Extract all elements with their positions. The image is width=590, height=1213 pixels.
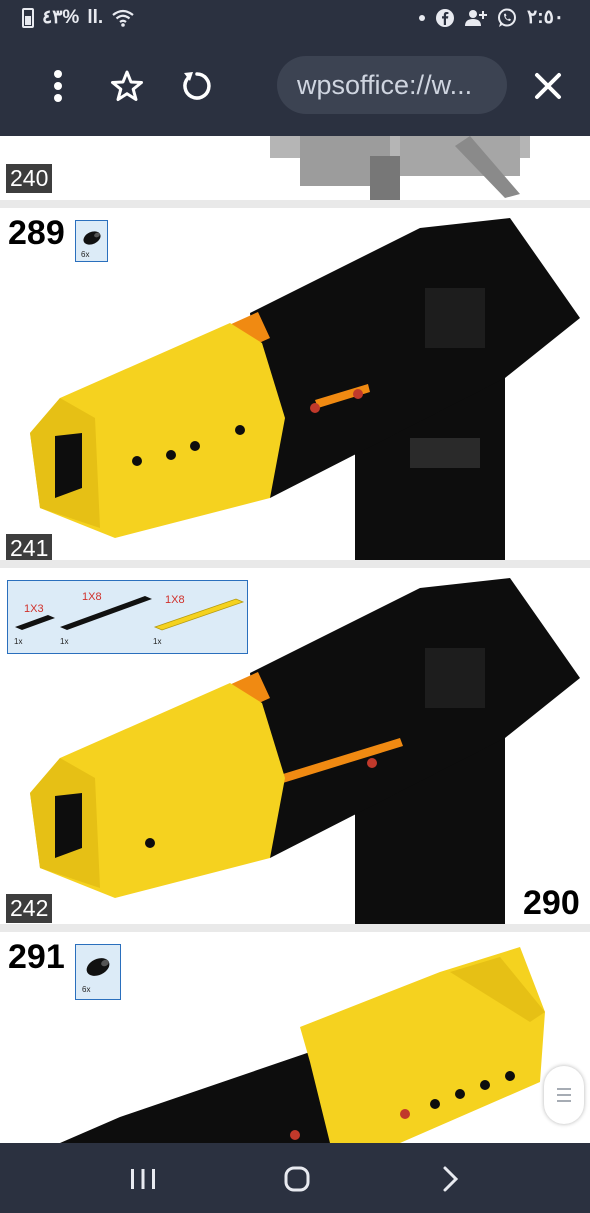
part-length: 1X8 [82,591,102,603]
lego-assembly-image [30,578,580,924]
part-quantity: 1x [60,637,69,646]
clock: ٢:٥٠ [527,7,564,28]
browser-toolbar: wpsoffice://w... [0,36,590,136]
beam-parts-image [15,596,245,631]
page-241: 289 6x [0,208,590,563]
wifi-icon [112,9,134,27]
scroll-handle[interactable] [544,1066,584,1124]
page-separator [0,924,590,932]
part-quantity: 6x [81,250,90,259]
parts-callout: 6x [75,944,121,1000]
document-viewer[interactable]: 240 289 6x [0,136,590,1143]
scroll-grip-icon [557,1088,571,1102]
add-contact-icon [465,9,488,26]
page-240: 240 [0,136,590,200]
star-icon[interactable] [99,58,155,114]
page-number-label: 241 [6,534,53,563]
axle-pin-icon [83,231,101,245]
close-icon[interactable] [520,58,576,114]
back-icon[interactable] [420,1157,480,1201]
step-number: 290 [523,884,580,922]
axle-pin-icon [86,958,110,976]
facebook-icon [436,8,455,27]
lego-assembly-image [30,218,580,560]
page-242: 1X3 1X8 1X8 1x 1x 1x 242 [0,568,590,1025]
status-right: ٢:٥٠ [419,6,564,29]
parts-callout: 1X3 1X8 1X8 1x 1x 1x [7,580,248,654]
notification-dot-icon [419,14,426,21]
whatsapp-icon [498,8,517,27]
lego-assembly-image [60,947,545,1143]
battery-icon [22,7,34,28]
lego-assembly-image [270,136,530,200]
reload-icon[interactable] [169,58,225,114]
step-number: 291 [8,938,65,976]
url-text: wpsoffice://w... [297,70,473,100]
page-number-label: 240 [6,164,53,193]
part-quantity: 1x [14,637,23,646]
part-length: 1X8 [165,594,185,606]
part-quantity: 1x [153,637,162,646]
page-separator [0,200,590,208]
status-bar: ٤٣% ll. ٢:٥٠ [0,0,590,36]
page-separator [0,560,590,568]
kebab-menu-icon[interactable] [30,58,86,114]
page-243: 291 6x [0,932,590,1143]
battery-percent: ٤٣% [42,7,80,28]
navigation-bar [0,1143,590,1213]
signal-icon: ll. [87,6,104,28]
page-number-label: 242 [6,894,53,923]
part-length: 1X3 [24,603,44,615]
part-quantity: 6x [82,985,91,994]
home-icon[interactable] [267,1157,327,1201]
address-bar[interactable]: wpsoffice://w... [277,56,507,114]
recent-apps-icon[interactable] [113,1157,173,1201]
parts-callout: 6x [75,220,108,262]
status-left: ٤٣% ll. [22,6,135,29]
step-number: 289 [8,214,65,252]
